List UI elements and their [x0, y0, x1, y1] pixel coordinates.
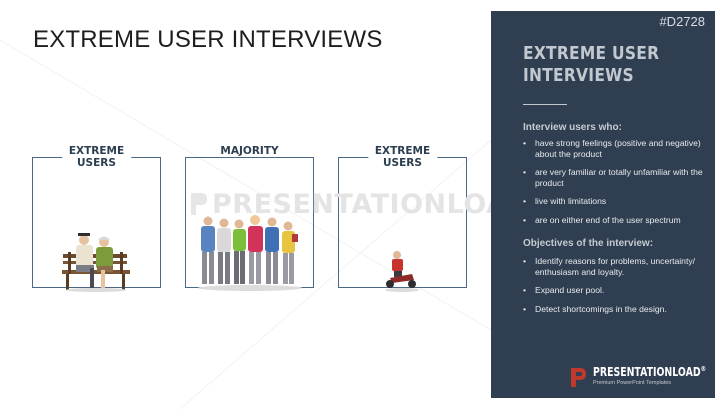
panel-title-line1: EXTREME USER [523, 43, 660, 64]
list-item: Identify reasons for problems, uncertain… [523, 256, 703, 277]
objectives-list: Identify reasons for problems, uncertain… [523, 256, 703, 322]
slide-code: #D2728 [659, 14, 705, 29]
frame-label: EXTREME USERS [367, 145, 438, 169]
frame-extreme-users-right: EXTREME USERS [338, 145, 467, 288]
logo-name: PRESENTATIONLOAD® [593, 365, 707, 379]
elderly-couple-on-bench-illustration [62, 233, 130, 292]
logo-tagline: Premium PowerPoint Templates [593, 380, 672, 386]
panel-title: EXTREME USER INTERVIEWS [523, 43, 659, 87]
group-of-people-illustration [198, 215, 302, 291]
panel-title-line2: INTERVIEWS [523, 65, 634, 86]
list-item: Detect shortcomings in the design. [523, 304, 703, 315]
panel-divider [523, 104, 567, 105]
presentationload-logo: PRESENTATIONLOAD® Premium PowerPoint Tem… [569, 363, 709, 393]
presentationload-logo-icon [571, 368, 586, 387]
child-on-tricycle-illustration [385, 251, 419, 292]
interview-users-list: have strong feelings (positive and negat… [523, 138, 703, 233]
slide-title: EXTREME USER INTERVIEWS [33, 26, 383, 53]
list-item: live with limitations [523, 196, 703, 207]
info-panel: #D2728 EXTREME USER INTERVIEWS Interview… [491, 11, 715, 398]
list-item: are very familiar or totally unfamiliar … [523, 167, 703, 188]
section-heading-objectives: Objectives of the interview: [523, 238, 654, 249]
watermark-text: PRESENTATIONLOAD [212, 189, 531, 220]
list-item: are on either end of the user spectrum [523, 215, 703, 226]
frame-label: MAJORITY [213, 145, 286, 157]
section-heading-interview-users: Interview users who: [523, 122, 622, 133]
watermark-logo-icon [191, 193, 207, 215]
frame-majority: MAJORITY [185, 145, 314, 288]
list-item: Expand user pool. [523, 285, 703, 296]
frame-extreme-users-left: EXTREME USERS [32, 145, 161, 288]
list-item: have strong feelings (positive and negat… [523, 138, 703, 159]
frame-label: EXTREME USERS [61, 145, 132, 169]
